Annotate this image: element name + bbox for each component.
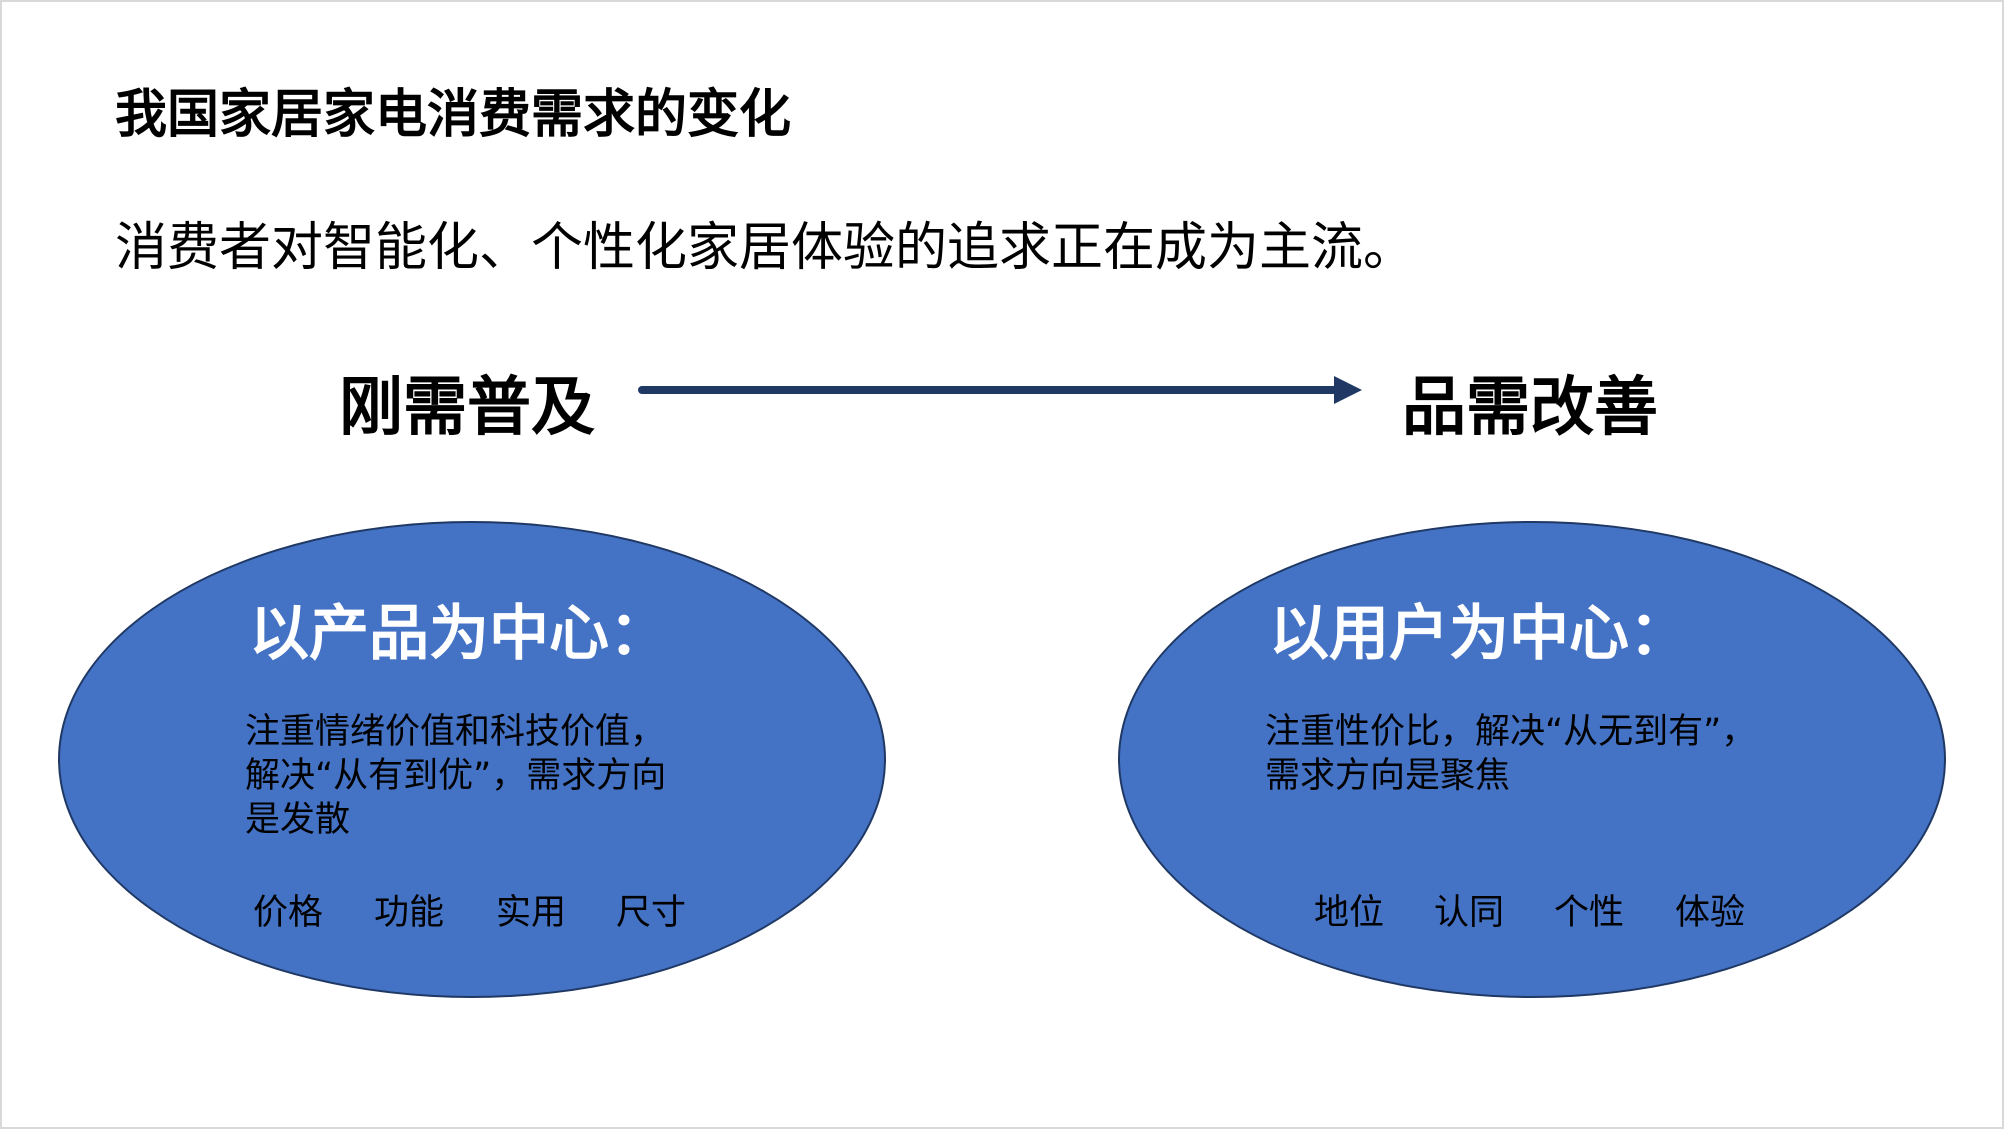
- tag: 价格: [253, 893, 324, 933]
- tag: 实用: [496, 893, 567, 933]
- tag: 尺寸: [616, 893, 687, 933]
- user-centric-ellipse: [1118, 521, 1946, 998]
- tag: 个性: [1554, 893, 1625, 933]
- user-centric-body: 注重性价比，解决“从无到有”， 需求方向是聚焦: [1265, 710, 1825, 798]
- user-centric-heading: 以用户为中心：: [1269, 599, 1689, 669]
- product-centric-ellipse: [58, 521, 886, 998]
- body-line: 注重性价比，解决“从无到有”，: [1265, 712, 1757, 752]
- tag: 地位: [1314, 893, 1385, 933]
- body-line: 注重情绪价值和科技价值，: [245, 712, 666, 752]
- tag: 认同: [1434, 893, 1505, 933]
- stage-to-label: 品需改善: [1402, 371, 1658, 445]
- tag: 体验: [1675, 893, 1746, 933]
- right-arrow-icon: [638, 376, 1362, 404]
- body-line: 解决“从有到优”，需求方向: [245, 756, 667, 796]
- tag: 功能: [374, 893, 445, 933]
- slide-subtitle: 消费者对智能化、个性化家居体验的追求正在成为主流。: [115, 218, 1416, 278]
- product-centric-heading: 以产品为中心：: [249, 599, 669, 669]
- slide-title: 我国家居家电消费需求的变化: [115, 85, 792, 145]
- product-centric-body: 注重情绪价值和科技价值， 解决“从有到优”，需求方向 是发散: [245, 710, 725, 842]
- stage-from-label: 刚需普及: [339, 371, 595, 445]
- body-line: 需求方向是聚焦: [1265, 756, 1511, 796]
- body-line: 是发散: [245, 800, 351, 840]
